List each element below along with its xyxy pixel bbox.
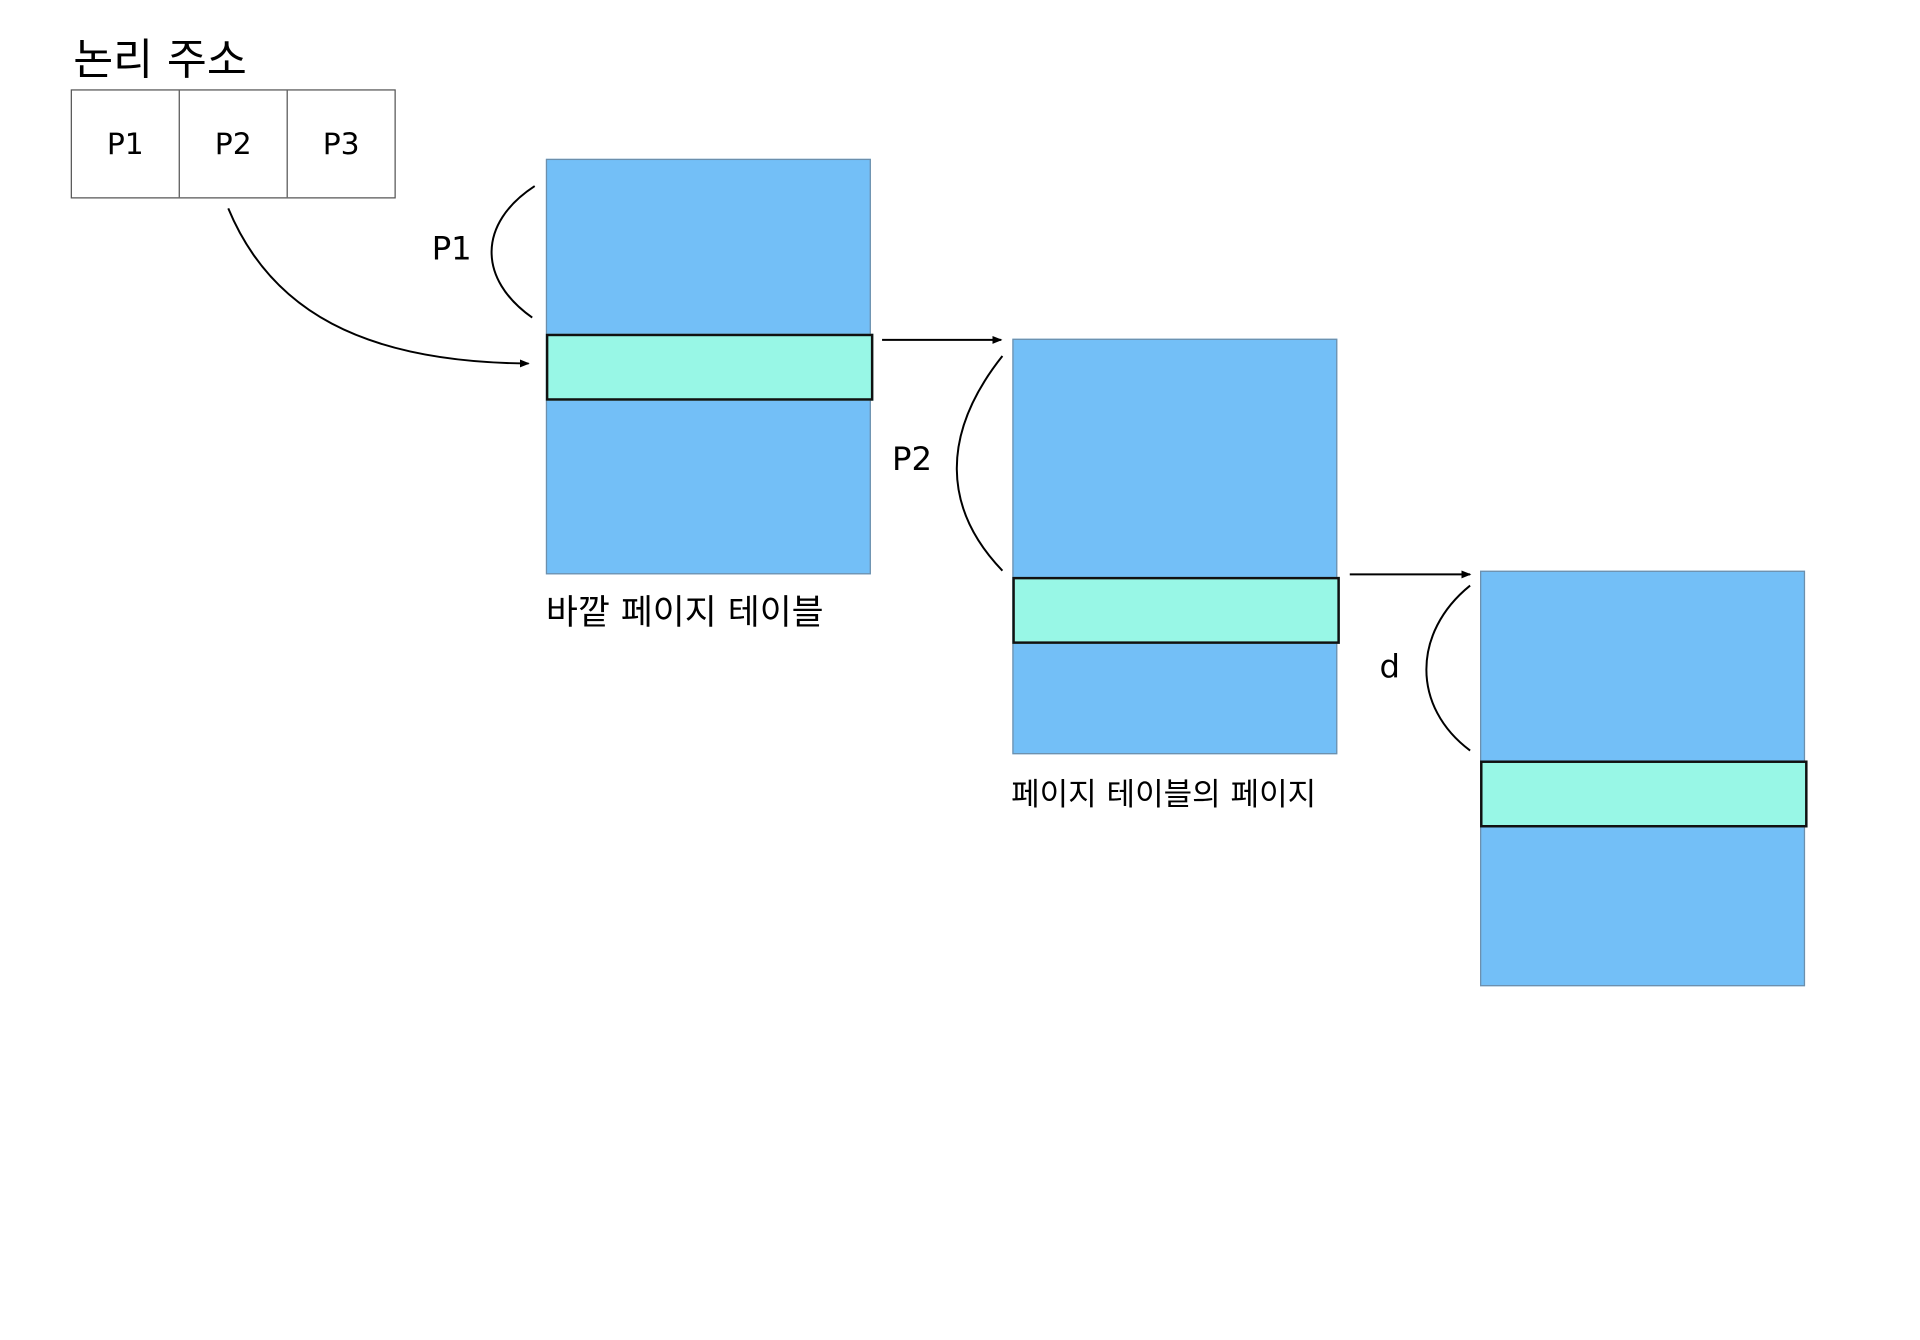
page-table-page-caption: 페이지 테이블의 페이지 [1011, 776, 1317, 813]
address-field-p3: P3 [322, 126, 360, 162]
memory-page [1480, 570, 1808, 987]
address-field-p2: P2 [180, 90, 288, 198]
page-offset-brace [1425, 584, 1471, 752]
outer-offset-label: P1 [431, 230, 472, 268]
outer-page-table [545, 158, 874, 575]
outer-page-table-entry [545, 333, 874, 401]
outer-offset-brace [490, 185, 536, 319]
page-offset-label: d [1379, 648, 1401, 687]
p1-index-arrow [227, 208, 530, 368]
logical-address: P1 P2 P3 [70, 89, 396, 199]
inner-offset-brace [955, 355, 1004, 572]
memory-page-entry [1480, 760, 1808, 828]
page-table-page-entry [1012, 576, 1340, 644]
connector-lines [227, 185, 1472, 752]
outer-page-table-caption: 바깥 페이지 테이블 [545, 591, 824, 633]
page-table-page [1012, 338, 1340, 755]
address-field-p1: P1 [72, 90, 180, 198]
diagram-title: 논리 주소 [73, 35, 247, 86]
inner-offset-label: P2 [891, 441, 932, 479]
